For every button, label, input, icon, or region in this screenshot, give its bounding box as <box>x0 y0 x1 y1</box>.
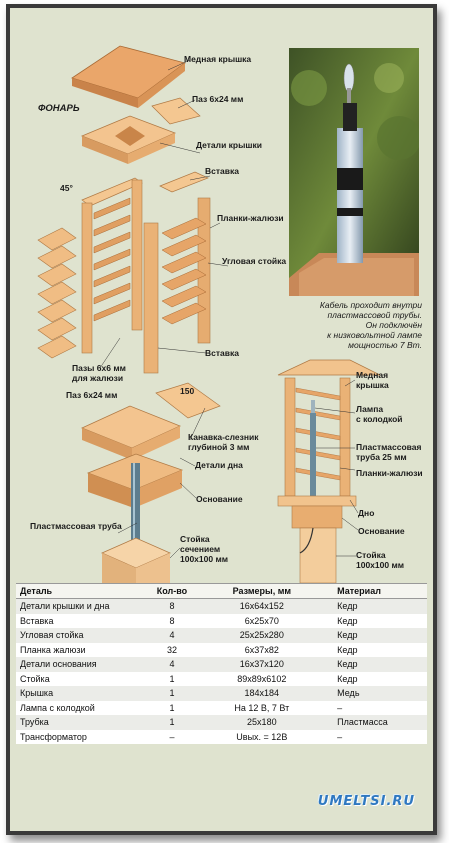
photo-caption: Кабель проходит внутри пластмассовой тру… <box>319 300 422 350</box>
label-groove-top: Паз 6х24 мм <box>192 94 244 104</box>
cell-qty: – <box>169 731 175 742</box>
label-corner-post: Угловая стойка <box>222 256 287 266</box>
table-row: Угловая стойка 4 25х25х280 Кедр <box>16 628 427 643</box>
cell-material: Кедр <box>337 630 358 641</box>
label-plastic-pipe: Пластмассовая труба <box>30 521 122 531</box>
cell-material: Пластмасса <box>337 717 388 728</box>
cell-qty: 1 <box>169 717 175 728</box>
label-right-lamp: Лампа с колодкой <box>356 404 403 424</box>
cell-part: Стойка <box>20 673 50 684</box>
cell-part: Лампа с колодкой <box>20 702 95 713</box>
cell-part: Трубка <box>20 717 49 728</box>
table-row: Крышка 1 184х184 Медь <box>16 686 427 701</box>
cell-size: 16х37х120 <box>239 659 284 670</box>
cell-qty: 4 <box>169 630 175 641</box>
header-part: Деталь <box>20 586 53 596</box>
cell-qty: 1 <box>169 673 175 684</box>
table-row: Трансформатор – Uвых. = 12В – <box>16 730 427 745</box>
table-row: Детали основания 4 16х37х120 Кедр <box>16 657 427 672</box>
label-drip-groove: Канавка-слезник глубиной 3 мм <box>188 432 259 452</box>
lantern-title: ФОНАРЬ <box>38 103 80 114</box>
cell-part: Крышка <box>20 688 54 699</box>
label-right-post: Стойка 100х100 мм <box>356 550 405 570</box>
label-slats: Планки-жалюзи <box>217 213 284 223</box>
cell-size: 25х180 <box>247 717 277 728</box>
label-bottom-parts: Детали дна <box>195 460 243 470</box>
cell-qty: 8 <box>169 601 175 612</box>
label-post-section: Стойка сечением 100х100 мм <box>180 534 229 564</box>
label-lid-parts: Детали крышки <box>196 140 262 150</box>
page-frame: Кабель проходит внутри пластмассовой тру… <box>6 4 437 835</box>
lantern-illustration <box>37 45 381 583</box>
header-size: Размеры, мм <box>232 586 292 596</box>
cell-part: Угловая стойка <box>20 630 84 641</box>
cell-qty: 1 <box>169 702 175 713</box>
table-row: Лампа с колодкой 1 На 12 В, 7 Вт – <box>16 701 427 716</box>
site-watermark: UMELTSI.RU <box>317 794 415 809</box>
cell-size: 184х184 <box>244 688 280 699</box>
lamp-photo <box>289 48 419 296</box>
cell-part: Планка жалюзи <box>20 644 86 655</box>
cell-material: Кедр <box>337 601 358 612</box>
label-right-slats: Планки-жалюзи <box>356 468 423 478</box>
cell-material: Кедр <box>337 659 358 670</box>
cell-material: Кедр <box>337 673 358 684</box>
label-base: Основание <box>196 494 243 504</box>
cell-size: 6х37х82 <box>244 644 279 655</box>
label-insert-bottom: Вставка <box>205 348 239 358</box>
table-row: Детали крышки и дна 8 16х64х152 Кедр <box>16 599 427 614</box>
table-row: Трубка 1 25х180 Пластмасса <box>16 715 427 730</box>
cell-qty: 1 <box>169 688 175 699</box>
cell-qty: 8 <box>169 615 175 626</box>
cell-part: Детали крышки и дна <box>20 601 110 612</box>
cell-qty: 32 <box>166 644 177 655</box>
label-right-lid: Медная крышка <box>356 370 389 390</box>
parts-table: Деталь Кол-во Размеры, мм Материал Детал… <box>16 583 427 744</box>
label-dim-150: 150 <box>180 386 195 396</box>
table-header: Деталь Кол-во Размеры, мм Материал <box>16 583 427 599</box>
label-insert-top: Вставка <box>205 166 239 176</box>
cell-part: Детали основания <box>20 659 97 670</box>
label-groove-bottom: Паз 6х24 мм <box>66 390 118 400</box>
cell-qty: 4 <box>169 659 175 670</box>
table-row: Стойка 1 89х89х6102 Кедр <box>16 672 427 687</box>
label-slat-grooves: Пазы 6х6 мм для жалюзи <box>72 363 126 383</box>
cell-size: 25х25х280 <box>239 630 284 641</box>
label-right-pipe: Пластмассовая труба 25 мм <box>356 442 422 462</box>
table-row: Вставка 8 6х25х70 Кедр <box>16 614 427 629</box>
cell-size: 89х89х6102 <box>237 673 287 684</box>
cell-size: 16х64х152 <box>239 601 284 612</box>
cell-material: Медь <box>337 688 360 699</box>
label-copper-lid: Медная крышка <box>184 54 252 64</box>
header-qty: Кол-во <box>156 586 188 596</box>
label-right-bottom: Дно <box>358 508 375 518</box>
label-right-base: Основание <box>358 526 405 536</box>
header-material: Материал <box>337 586 381 596</box>
cell-size: На 12 В, 7 Вт <box>234 702 290 713</box>
label-angle: 45° <box>60 183 73 193</box>
table-row: Планка жалюзи 32 6х37х82 Кедр <box>16 643 427 658</box>
cell-part: Вставка <box>20 615 54 626</box>
cell-material: – <box>337 702 343 713</box>
cell-part: Трансформатор <box>20 731 87 742</box>
cell-material: Кедр <box>337 615 358 626</box>
cell-material: Кедр <box>337 644 358 655</box>
cell-size: Uвых. = 12В <box>236 731 288 742</box>
cell-size: 6х25х70 <box>244 615 279 626</box>
cell-material: – <box>337 731 343 742</box>
